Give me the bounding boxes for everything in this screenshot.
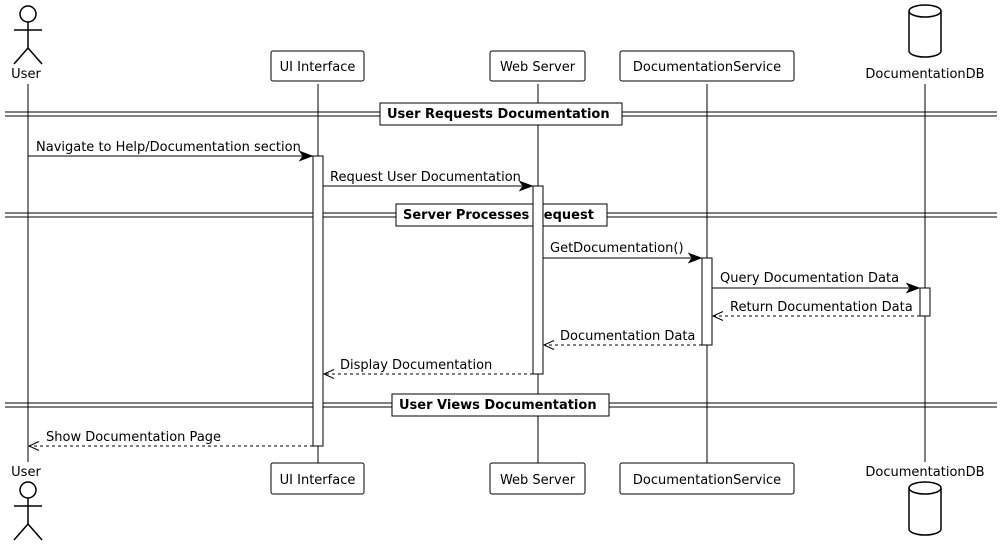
message-label: GetDocumentation() <box>550 241 684 256</box>
separator-user-requests-documentation: User Requests Documentation <box>5 102 997 126</box>
participant-label: User <box>11 465 41 480</box>
message-label: Navigate to Help/Documentation section <box>36 140 301 155</box>
message-display-documentation: Display Documentation <box>322 358 533 379</box>
arrow-head-icon <box>687 252 703 264</box>
database-documentation-db-bottom: DocumentationDB <box>865 465 985 536</box>
participant-label: UI Interface <box>280 473 356 488</box>
participant-documentation-service-bottom: DocumentationService <box>619 462 795 495</box>
message-show-documentation-page: Show Documentation Page <box>27 430 313 451</box>
actor-icon <box>13 5 43 65</box>
activation-ui-interface <box>312 155 324 447</box>
message-label: Show Documentation Page <box>46 430 221 445</box>
message-navigate-to-help: Navigate to Help/Documentation section <box>28 140 314 162</box>
activation-web-server <box>532 185 544 375</box>
participant-label: Web Server <box>500 60 576 75</box>
message-return-documentation-data: Return Documentation Data <box>711 300 920 321</box>
participant-web-server-top: Web Server <box>489 50 586 82</box>
message-label: Documentation Data <box>560 329 695 344</box>
separator-label: User Views Documentation <box>399 398 597 413</box>
participant-label: DocumentationDB <box>865 67 984 82</box>
arrow-head-icon <box>711 311 724 321</box>
arrow-head-icon <box>542 340 555 350</box>
message-label: Display Documentation <box>340 358 492 373</box>
separator-user-views-documentation: User Views Documentation <box>5 393 997 417</box>
participant-ui-interface-bottom: UI Interface <box>270 462 365 495</box>
message-request-user-documentation: Request User Documentation <box>323 170 534 192</box>
actor-user-bottom: User <box>11 465 43 541</box>
message-get-documentation: GetDocumentation() <box>543 241 703 264</box>
activation-documentation-service <box>701 257 713 346</box>
arrow-head-icon <box>27 441 40 451</box>
participant-documentation-service-top: DocumentationService <box>619 50 795 82</box>
participant-web-server-bottom: Web Server <box>489 462 586 495</box>
arrow-head-icon <box>298 150 314 162</box>
separator-label: User Requests Documentation <box>387 107 610 122</box>
message-query-documentation-data: Query Documentation Data <box>712 271 921 294</box>
database-icon <box>908 481 942 536</box>
arrow-head-icon <box>905 282 921 294</box>
actor-icon <box>13 481 43 541</box>
participant-ui-interface-top: UI Interface <box>270 50 365 82</box>
message-label: Return Documentation Data <box>730 300 913 315</box>
participant-label: Web Server <box>500 473 576 488</box>
actor-user-top: User <box>11 5 43 82</box>
message-label: Query Documentation Data <box>720 271 899 286</box>
participant-label: DocumentationService <box>633 60 781 75</box>
database-documentation-db-top: DocumentationDB <box>865 4 985 82</box>
separator-server-processes-request: Server Processes Request <box>5 203 997 227</box>
participant-label: DocumentationDB <box>865 465 984 480</box>
separator-label: Server Processes Request <box>403 208 594 223</box>
participant-label: User <box>11 67 41 82</box>
activation-documentation-db <box>919 287 931 317</box>
participant-label: DocumentationService <box>633 473 781 488</box>
database-icon <box>908 4 942 58</box>
message-label: Request User Documentation <box>330 170 521 185</box>
message-documentation-data: Documentation Data <box>542 329 702 350</box>
arrow-head-icon <box>322 369 335 379</box>
participant-label: UI Interface <box>280 60 356 75</box>
arrow-head-icon <box>518 180 534 192</box>
